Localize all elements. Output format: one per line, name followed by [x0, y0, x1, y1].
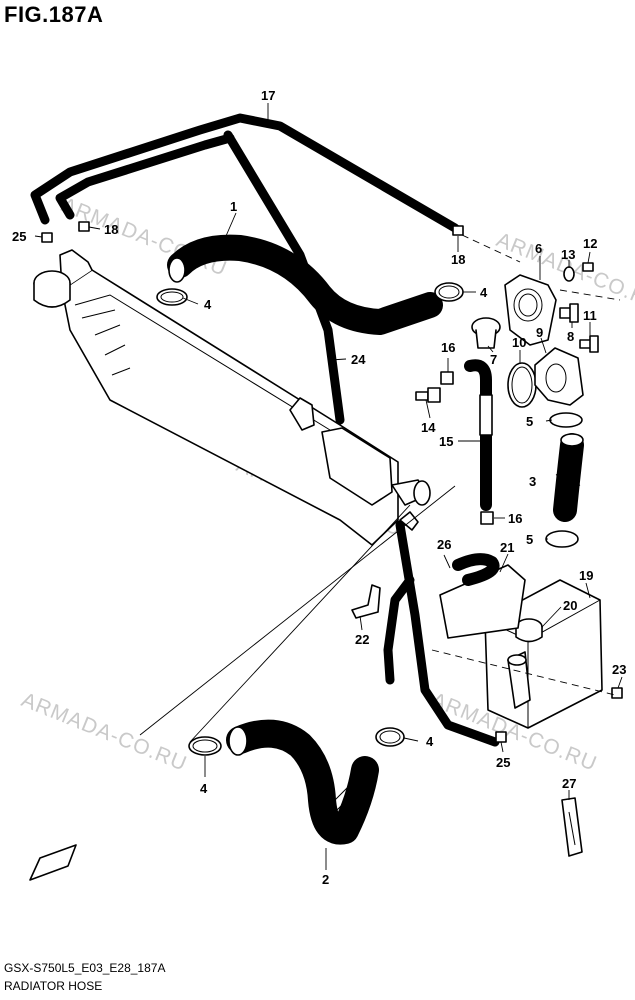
callout-5-upper: 5 — [526, 414, 533, 429]
callout-2: 2 — [322, 872, 329, 887]
hose-15 — [464, 359, 493, 511]
callout-26: 26 — [437, 537, 451, 552]
figure-title: FIG.187A — [4, 2, 104, 27]
callout-23: 23 — [612, 662, 626, 677]
radiator — [33, 249, 431, 546]
callout-10: 10 — [512, 335, 526, 350]
clamp-5-upper — [549, 412, 583, 428]
callout-3: 3 — [529, 474, 536, 489]
callout-4-lower-left: 4 — [200, 781, 208, 796]
callout-19: 19 — [579, 568, 593, 583]
washer-13 — [563, 266, 575, 282]
fwd-badge: FWD — [29, 844, 77, 881]
callout-21: 21 — [500, 540, 514, 555]
clamp-4-lower-left — [188, 736, 222, 756]
callout-14: 14 — [421, 420, 436, 435]
hose-2 — [226, 719, 379, 845]
callout-17: 17 — [261, 88, 275, 103]
clip-18-left — [78, 221, 90, 232]
callout-9: 9 — [536, 325, 543, 340]
hose-17 — [30, 113, 460, 233]
callout-20: 20 — [563, 598, 577, 613]
callout-18-right: 18 — [451, 252, 465, 267]
callout-24: 24 — [351, 352, 366, 367]
hose-26 — [452, 553, 500, 586]
fitting-16-lower — [480, 511, 494, 525]
callout-7: 7 — [490, 352, 497, 367]
hose-1 — [167, 234, 443, 335]
fwd-arrow-icon — [29, 844, 77, 881]
callout-13: 13 — [561, 247, 575, 262]
clip-25-left — [41, 232, 53, 243]
callout-18-left: 18 — [104, 222, 118, 237]
clamp-5-lower — [545, 530, 579, 548]
clip-18-right — [452, 225, 464, 236]
bolt-14 — [415, 387, 441, 403]
callout-12: 12 — [583, 236, 597, 251]
callout-22: 22 — [355, 632, 369, 647]
callout-4-lower-right: 4 — [426, 734, 434, 749]
diagram-name: RADIATOR HOSE — [4, 979, 103, 993]
clamp-4-upper-right — [434, 282, 464, 302]
callout-25-right: 25 — [496, 755, 510, 770]
callout-27: 27 — [562, 776, 576, 791]
callout-25-left: 25 — [12, 229, 26, 244]
clamp-22 — [351, 584, 381, 619]
callouts: 17 1 4 4 4 4 5 5 6 7 8 9 10 11 12 13 14 … — [12, 88, 626, 887]
callout-1: 1 — [230, 199, 237, 214]
callout-4-upper-left: 4 — [204, 297, 212, 312]
leader-lines — [34, 103, 623, 870]
callout-16-lower: 16 — [508, 511, 522, 526]
bolt-8 — [559, 303, 579, 323]
hose-3 — [553, 433, 584, 522]
diagram-code: GSX-S750L5_E03_E28_187A — [4, 961, 166, 975]
watermark-text: ARMADA-CO.RU — [18, 688, 190, 775]
clamp-4-lower-right — [375, 727, 405, 747]
callout-8: 8 — [567, 329, 574, 344]
clip-25-right — [495, 731, 507, 743]
callout-16-upper: 16 — [441, 340, 455, 355]
thermostat-cover-9 — [534, 347, 584, 406]
clip-27 — [561, 797, 583, 857]
callout-6: 6 — [535, 241, 542, 256]
bolt-11 — [579, 335, 599, 353]
thermostat-housing-6 — [504, 274, 557, 346]
reservoir-cap-20 — [515, 618, 543, 643]
fitting-16-upper — [440, 371, 454, 385]
gasket-10 — [507, 362, 537, 408]
dashed-guides — [139, 234, 621, 743]
thermostat-7 — [471, 317, 501, 349]
callout-11: 11 — [583, 308, 597, 323]
callout-4-upper-right: 4 — [480, 285, 488, 300]
bolt-12 — [582, 262, 594, 272]
callout-15: 15 — [439, 434, 453, 449]
clamp-4-upper-left — [156, 288, 188, 306]
bolt-23 — [611, 687, 623, 699]
callout-5-lower: 5 — [526, 532, 533, 547]
